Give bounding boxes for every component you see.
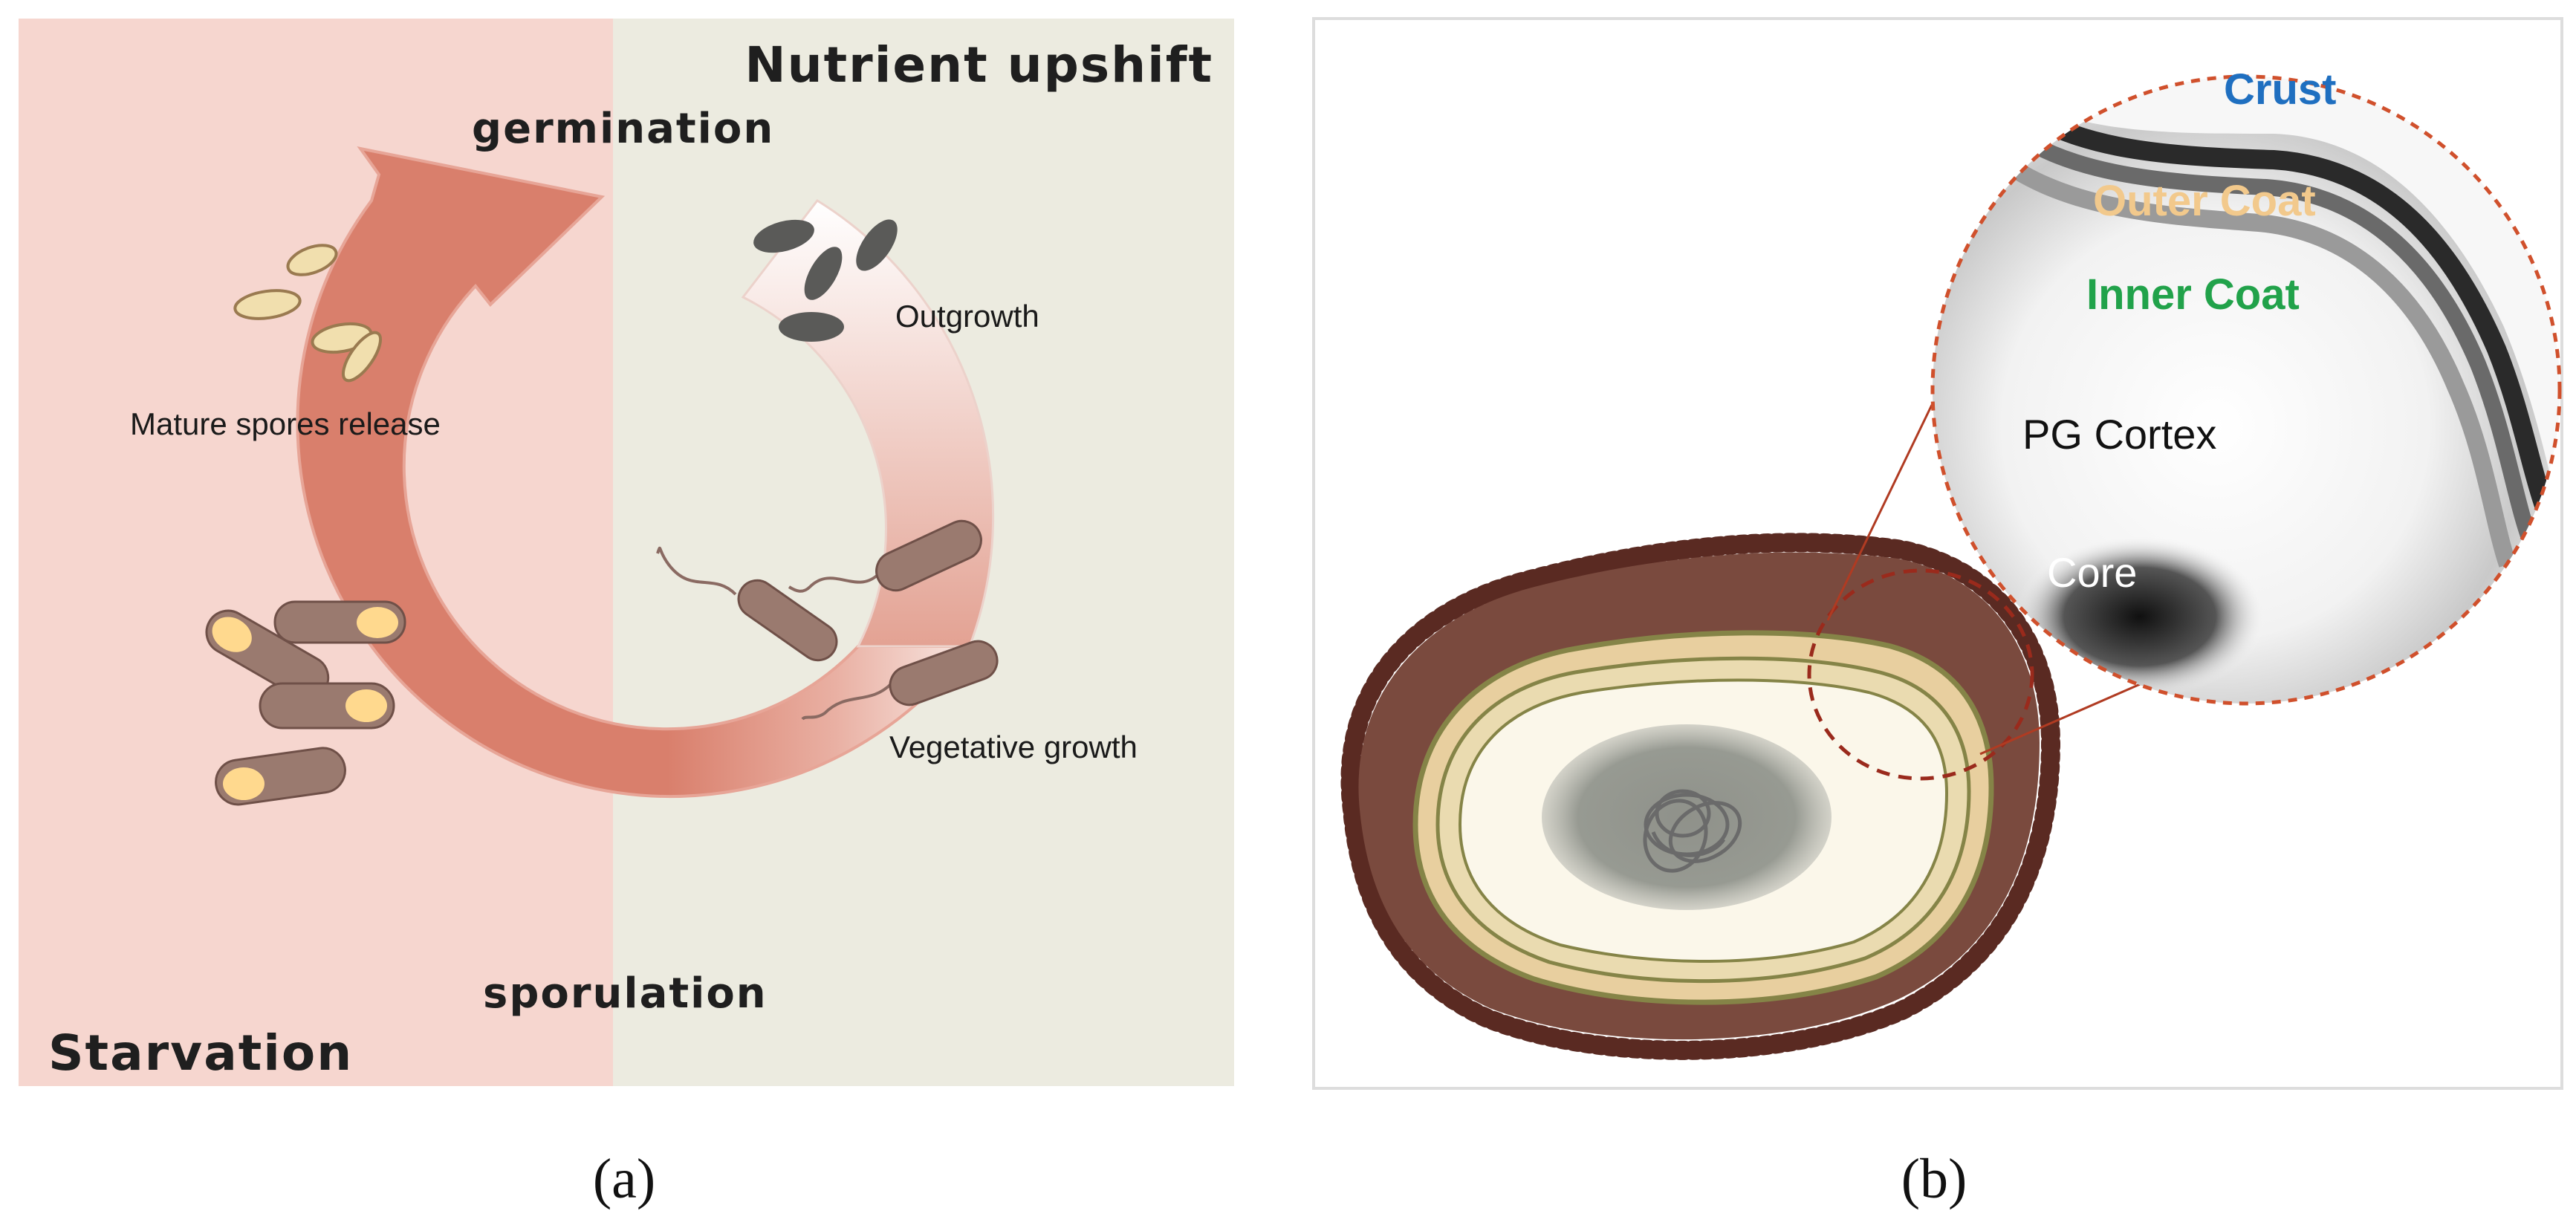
nucleoid-dna-icon <box>1643 789 1742 873</box>
starvation-background <box>19 19 613 1086</box>
panel-b: Crust Outer Coat Inner Coat PG Cortex Co… <box>1312 17 2563 1090</box>
micrograph-inner-band <box>1985 145 2517 568</box>
core-label: Core <box>2047 549 2137 596</box>
spore-icon <box>233 289 302 320</box>
outer-coat-label: Outer Coat <box>2093 177 2316 225</box>
zoom-circle <box>1930 74 2562 706</box>
vegetative-cells <box>656 519 999 721</box>
flagellum <box>801 682 893 721</box>
nutrient-upshift-label: Nutrient upshift <box>744 36 1213 94</box>
germinating-spores <box>753 219 898 342</box>
panel-a-caption: (a) <box>593 1148 655 1210</box>
vegetative-growth-label: Vegetative growth <box>889 730 1138 764</box>
spore-cross-section <box>1340 533 2061 1060</box>
vegetative-cell-icon <box>875 519 982 592</box>
forespore-icon <box>345 689 387 722</box>
spore-core <box>1542 724 1832 910</box>
pg-cortex-label: PG Cortex <box>2022 411 2216 458</box>
inner-coat-label: Inner Coat <box>2086 270 2300 319</box>
micrograph-crust-band <box>1996 87 2560 545</box>
germinating-spore-icon <box>779 312 844 342</box>
zoom-region-marker <box>1807 568 2034 781</box>
micrograph-dark-crust <box>1991 77 2560 565</box>
spore-icon <box>286 244 338 276</box>
sporulation-label: sporulation <box>483 969 768 1018</box>
panel-a: Nutrient upshift germination Outgrowth M… <box>19 19 1234 1086</box>
starvation-label: Starvation <box>48 1024 353 1082</box>
germinating-spore-icon <box>753 219 814 253</box>
forespore-icon <box>357 607 398 638</box>
germinating-spore-icon <box>804 247 843 300</box>
forespore-icon <box>212 617 252 652</box>
mature-spores-release-label: Mature spores release <box>130 406 441 441</box>
flagellum <box>656 546 737 596</box>
mature-spores <box>233 244 383 383</box>
micrograph-outer-band <box>1993 116 2542 553</box>
spore-icon <box>341 331 383 383</box>
crust-layer <box>1340 533 2061 1060</box>
germinating-spore-icon <box>856 219 898 271</box>
crust-label: Crust <box>2224 65 2336 114</box>
vegetative-cell-icon <box>889 640 999 706</box>
flagellum <box>788 574 878 593</box>
outgrowth-label: Outgrowth <box>895 299 1039 334</box>
vegetative-cell-icon <box>737 579 838 662</box>
panel-b-caption: (b) <box>1901 1148 1967 1210</box>
germination-label: germination <box>472 105 774 153</box>
forespore-icon <box>223 767 265 800</box>
zoom-connector-line <box>1826 404 1933 621</box>
sporulating-cells <box>205 600 406 806</box>
